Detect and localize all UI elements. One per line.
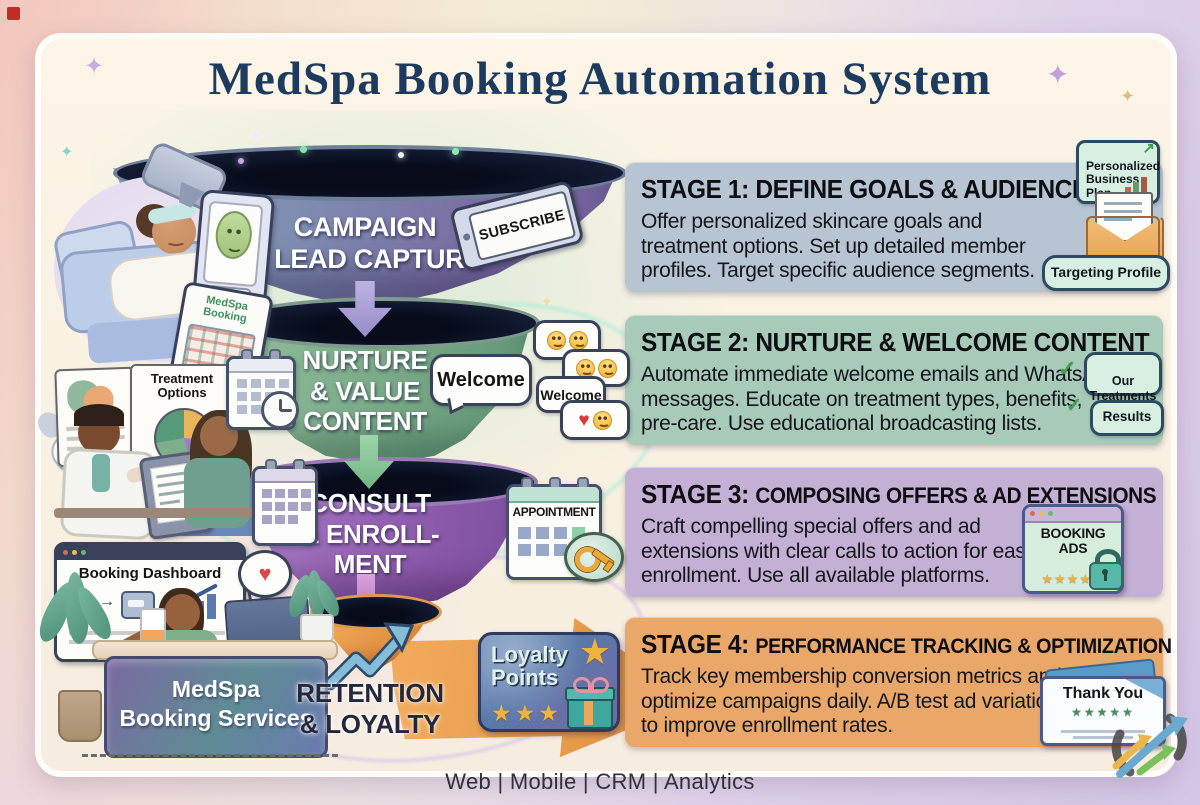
booking-tablet-label: MedSpa Booking: [202, 293, 249, 326]
consult-table: [54, 508, 266, 518]
stage-4-title-text: PERFORMANCE TRACKING & OPTIMIZATION: [755, 635, 1172, 658]
page-title: MedSpa Booking Automation System: [208, 53, 992, 105]
booking-ads-window: BOOKING ADS ★★★★★: [1022, 504, 1124, 594]
stage-4-description: Track key membership conversion metrics …: [641, 665, 1069, 738]
growth-arrow-icon: ↗: [1142, 140, 1155, 157]
padlock-icon: [1089, 549, 1123, 590]
glow-dot: [238, 158, 244, 164]
our-treatments-label: Our Treatments: [1089, 374, 1157, 403]
emoji-face-icon: [575, 358, 595, 378]
welcome-bubble-large-label: Welcome: [437, 368, 525, 391]
calendar-grid: [518, 527, 531, 539]
booking-ads-label: BOOKING ADS: [1040, 525, 1106, 556]
stage-1-panel: STAGE 1: DEFINE GOALS & AUDIENCE Offer p…: [625, 162, 1163, 292]
booking-ads-stars: ★★★★★: [1041, 571, 1105, 586]
personalized-plan-label: Personalized Business Plan: [1086, 159, 1161, 200]
stage-3-title-text: COMPOSING OFFERS & AD EXTENSIONS: [755, 483, 1157, 508]
stage-3-title-prefix: STAGE 3:: [641, 479, 756, 509]
heart-icon: ♥: [258, 561, 272, 586]
treatment-options-title: Treatment Options: [150, 371, 214, 401]
funnel-tier-2-label: NURTURE & VALUE CONTENT: [302, 345, 428, 437]
loyalty-stars: ★★★: [491, 700, 562, 726]
clock-icon: [261, 391, 299, 429]
loyalty-points-card: Loyalty Points ★ ★★★: [478, 631, 620, 732]
stage-1-title-text: DEFINE GOALS & AUDIENCE: [755, 174, 1088, 204]
glow-dot: [300, 146, 307, 153]
emoji-face-icon: [592, 410, 612, 430]
heart-icon: ♥: [578, 409, 590, 431]
booking-dashboard-title: Booking Dashboard: [78, 565, 222, 582]
targeting-profile-badge: Targeting Profile: [1042, 255, 1170, 291]
emoji-face-icon: [597, 358, 617, 378]
footer-channels: Web | Mobile | CRM | Analytics: [445, 769, 755, 794]
calendar-grid: [262, 489, 272, 498]
stage-2-panel: STAGE 2: NURTURE & WELCOME CONTENT Autom…: [625, 315, 1163, 445]
sparkle-icon: ✦: [540, 294, 554, 311]
sparkle-icon: ✦: [1046, 59, 1070, 90]
funnel-tier-4-label: RETENTION & LOYALTY: [296, 678, 444, 739]
checkmark-icon: ✓: [1066, 395, 1082, 416]
appointment-label: APPOINTMENT: [512, 505, 596, 519]
ground-line: [82, 754, 338, 757]
spa-treatment-scene: MedSpa Booking: [48, 139, 308, 396]
stage-1-title-prefix: STAGE 1:: [641, 174, 756, 204]
thank-you-stars: ★★★★★: [1071, 705, 1135, 719]
key-disc: [564, 532, 624, 582]
sparkle-icon: ✦: [1120, 86, 1136, 106]
checkmark-icon: ✓: [1058, 356, 1077, 381]
glow-dot: [452, 148, 459, 155]
calendar-clock-widget: [226, 349, 299, 430]
thank-you-card: Thank You ★★★★★: [1040, 676, 1166, 746]
stage-3-description: Craft compelling special offers and ad e…: [641, 515, 1036, 588]
glow-dot: [398, 152, 404, 158]
gift-box-icon: [565, 677, 615, 729]
stage-1-description: Offer personalized skincare goals and tr…: [641, 210, 1035, 283]
loyalty-points-title: Loyalty Points: [491, 642, 569, 691]
stage-2-title-prefix: STAGE 2:: [641, 327, 756, 357]
emoji-face-icon: [568, 330, 588, 350]
consultant-hair: [74, 404, 124, 426]
thank-you-label: Thank You: [1062, 685, 1144, 702]
targeting-profile-label: Targeting Profile: [1050, 264, 1162, 280]
star-icon: ★: [578, 631, 611, 672]
smile: [166, 237, 186, 246]
welcome-bubble-large: Welcome: [430, 354, 532, 406]
stage-2-title: STAGE 2: NURTURE & WELCOME CONTENT: [641, 327, 1150, 358]
stage-1-title: STAGE 1: DEFINE GOALS & AUDIENCE: [641, 174, 1117, 205]
brand-logo-icon: [1111, 713, 1188, 778]
stage-4-title: STAGE 4: PERFORMANCE TRACKING & OPTIMIZA…: [641, 629, 1172, 660]
envelope-icon: [1086, 192, 1164, 264]
appointment-widget: APPOINTMENT: [502, 477, 624, 582]
stage-2-description: Automate immediate welcome emails and Wh…: [641, 363, 1119, 436]
receptionist-head: [164, 594, 200, 632]
scrubs: [92, 454, 110, 492]
plant-pot: [58, 690, 102, 742]
calendar-widget: [252, 459, 318, 546]
heart-bubble: ♥: [238, 550, 292, 598]
results-label: Results: [1102, 409, 1152, 424]
calendar-grid: [237, 379, 247, 388]
emoji-face-icon: [546, 330, 566, 350]
subscribe-button: SUBSCRIBE: [477, 207, 567, 245]
funnel-tier-3-label: CONSULT & ENROLL- MENT: [301, 488, 440, 580]
stage-2-title-text: NURTURE & WELCOME CONTENT: [755, 327, 1150, 357]
sparkle-icon: ✦: [60, 144, 74, 161]
sparkle-icon: ✦: [250, 128, 262, 144]
stage-4-title-prefix: STAGE 4:: [641, 629, 756, 659]
results-bubble: Results: [1090, 400, 1164, 436]
welcome-bubble-small-label: Welcome: [540, 386, 602, 403]
sparkle-icon: ✦: [84, 53, 105, 80]
tablet-camera-icon: [462, 232, 471, 242]
mini-chart-icon: [1125, 174, 1151, 196]
stage-3-panel: STAGE 3: COMPOSING OFFERS & AD EXTENSION…: [625, 467, 1163, 597]
stage-3-title: STAGE 3: COMPOSING OFFERS & AD EXTENSION…: [641, 479, 1157, 510]
our-treatments-bubble: Our Treatments: [1084, 352, 1162, 403]
heart-emoji-bubble: ♥: [560, 400, 630, 440]
corner-marker: [7, 7, 20, 20]
